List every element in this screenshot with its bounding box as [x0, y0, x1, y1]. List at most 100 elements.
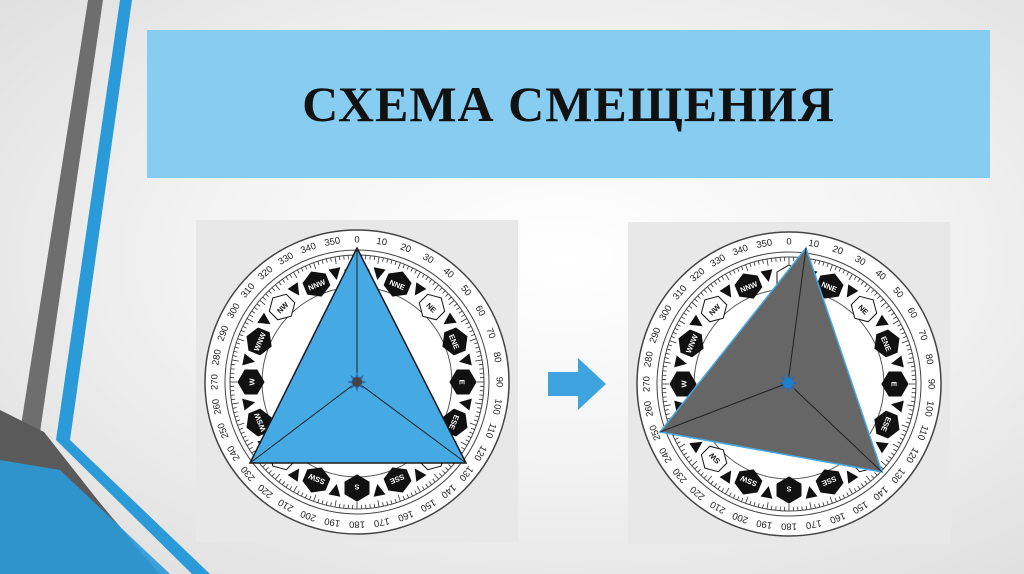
blue-stripe	[56, 0, 210, 574]
degree-tick	[753, 261, 756, 266]
degree-tick	[249, 314, 253, 318]
degree-tick	[902, 336, 907, 339]
degree-tick	[251, 310, 256, 314]
degree-tick	[897, 441, 902, 444]
point-marker	[734, 469, 763, 495]
degree-tick	[688, 305, 693, 309]
degree-tick	[382, 502, 384, 507]
degree-tick	[469, 329, 474, 333]
degree-tick	[842, 269, 846, 274]
point-marker	[700, 445, 728, 473]
degree-tick	[421, 274, 425, 278]
degree-tick	[907, 348, 912, 351]
degree-tick	[397, 262, 401, 270]
degree-tick	[683, 312, 688, 316]
degree-tick	[664, 357, 669, 359]
degree-tick	[325, 258, 328, 263]
degree-tick	[442, 470, 446, 474]
minor-marker	[875, 441, 889, 454]
degree-tick	[282, 279, 286, 283]
degree-tick	[262, 464, 266, 468]
degree-tick	[432, 281, 436, 286]
degree-tick	[678, 443, 686, 448]
degree-tick	[386, 501, 389, 506]
degree-label: 110	[915, 424, 931, 442]
degree-tick	[334, 500, 337, 508]
degree-tick	[244, 439, 249, 442]
minor-marker	[846, 284, 859, 298]
triangle	[658, 246, 884, 473]
degree-tick	[402, 495, 405, 500]
minor-marker	[287, 468, 300, 482]
degree-tick	[877, 295, 881, 299]
degree-tick	[478, 398, 483, 401]
compass-point: WSW	[246, 408, 272, 437]
degree-tick	[691, 302, 698, 308]
degree-tick	[240, 329, 245, 333]
degree-tick	[905, 421, 910, 424]
degree-tick	[809, 502, 812, 510]
degree-label: 180	[781, 521, 797, 532]
degree-tick	[880, 298, 884, 302]
degree-tick	[665, 352, 670, 355]
degree-tick	[231, 359, 239, 362]
degree-tick	[246, 441, 254, 446]
arrow-shape	[548, 358, 606, 410]
point-marker	[268, 293, 296, 321]
degree-label: 10	[807, 238, 819, 251]
degree-tick	[461, 446, 465, 450]
degree-tick	[278, 478, 282, 483]
degree-tick	[232, 355, 237, 357]
degree-tick	[714, 281, 718, 285]
point-label: E	[458, 379, 467, 384]
degree-tick	[377, 256, 380, 264]
degree-label: 160	[828, 510, 847, 526]
center-point	[783, 378, 793, 388]
degree-label: 340	[731, 243, 750, 259]
degree-label: 80	[923, 353, 936, 365]
degree-label: 100	[490, 398, 504, 416]
compass-point: ENE	[874, 329, 900, 358]
degree-tick	[663, 365, 668, 368]
degree-label: 340	[299, 241, 318, 257]
degree-tick	[700, 292, 704, 296]
degree-tick	[838, 496, 842, 501]
degree-tick	[842, 494, 846, 499]
degree-label: 30	[853, 254, 868, 269]
degree-tick	[681, 316, 685, 320]
degree-tick	[414, 490, 417, 495]
degree-tick	[860, 281, 864, 285]
degree-tick	[475, 359, 483, 362]
degree-label: 280	[642, 351, 656, 369]
degree-tick	[741, 497, 744, 502]
minor-marker	[459, 353, 472, 366]
degree-tick	[703, 289, 707, 293]
degree-label: 10	[375, 236, 387, 249]
right-arrow-icon	[548, 358, 606, 410]
degree-tick	[753, 502, 756, 507]
degree-tick	[901, 340, 909, 344]
degree-label: 180	[349, 519, 365, 530]
degree-tick	[688, 459, 693, 463]
degree-tick	[829, 264, 833, 272]
degree-tick	[907, 417, 912, 420]
degree-tick	[663, 400, 668, 403]
degree-tick	[289, 486, 293, 490]
degree-tick	[678, 320, 686, 325]
point-marker	[776, 476, 802, 504]
degree-tick	[766, 258, 769, 266]
degree-label: 70	[915, 329, 929, 343]
degree-tick	[265, 293, 269, 297]
degree-tick	[338, 503, 341, 508]
degree-tick	[239, 427, 244, 430]
point-marker	[383, 271, 412, 297]
degree-tick	[672, 331, 677, 335]
compass-point: NNW	[302, 271, 331, 297]
minor-marker	[328, 484, 341, 497]
degree-tick	[475, 415, 480, 418]
degree-tick	[256, 303, 261, 307]
degree-label: 190	[324, 515, 342, 529]
degree-tick	[694, 466, 698, 470]
